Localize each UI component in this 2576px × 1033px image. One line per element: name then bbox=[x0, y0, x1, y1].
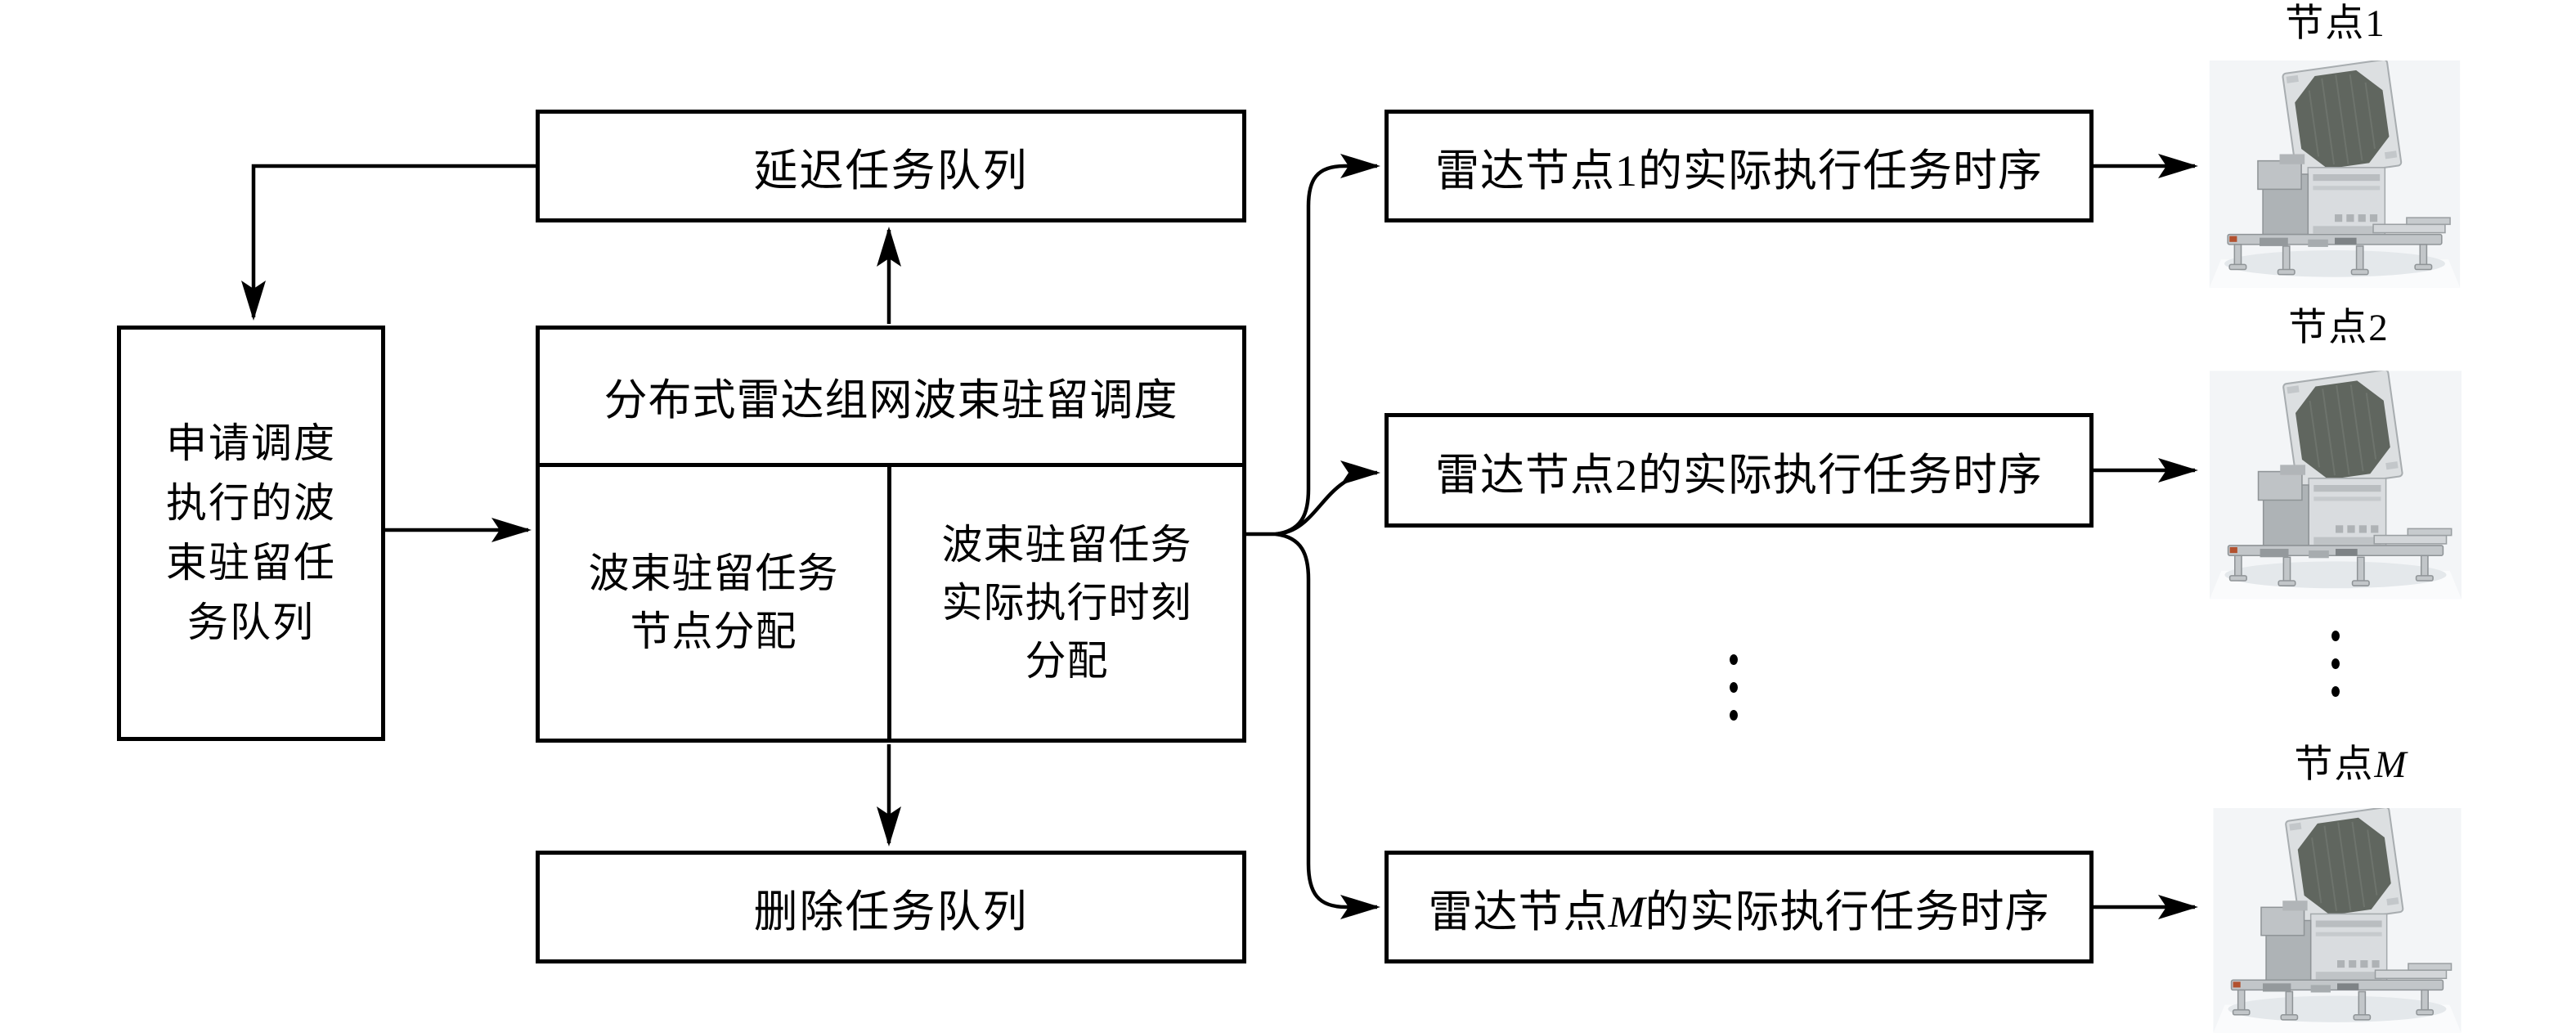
variable-M: M bbox=[1608, 887, 1645, 936]
connector-delay-feedback-to-pending bbox=[241, 164, 536, 321]
vertical-ellipsis-nodes bbox=[2331, 631, 2340, 697]
radar-node1-timeline-box: 雷达节点1的实际执行任务时序 bbox=[1384, 110, 2094, 222]
radar-icon bbox=[2210, 61, 2461, 288]
radar-node1-timeline-label: 雷达节点1的实际执行任务时序 bbox=[1435, 146, 2043, 195]
connector-branch-to-timeline1 bbox=[1275, 154, 1380, 537]
radar-icon bbox=[2213, 808, 2461, 1033]
variable-M: M bbox=[2374, 743, 2407, 786]
nodeM-label: 节点M bbox=[2294, 743, 2407, 786]
radar-image-node1 bbox=[2208, 61, 2462, 288]
connector-branch-to-timelineM bbox=[1275, 532, 1380, 919]
pending-task-queue-label: 申请调度 执行的波 束驻留任 务队列 bbox=[166, 420, 336, 645]
node-allocation-cell: 波束驻留任务 节点分配 bbox=[540, 467, 891, 739]
scheduler-cells: 波束驻留任务 节点分配 波束驻留任务 实际执行时刻 分配 bbox=[540, 467, 1242, 739]
radar-node2-timeline-label: 雷达节点2的实际执行任务时序 bbox=[1435, 450, 2043, 500]
radar-image-node2 bbox=[2210, 370, 2462, 600]
delete-task-queue-label: 删除任务队列 bbox=[753, 887, 1029, 936]
pending-task-queue-box: 申请调度 执行的波 束驻留任 务队列 bbox=[117, 326, 385, 741]
delayed-task-queue-box: 延迟任务队列 bbox=[536, 110, 1246, 222]
scheduler-box: 分布式雷达组网波束驻留调度 波束驻留任务 节点分配 波束驻留任务 实际执行时刻 … bbox=[536, 326, 1246, 743]
node2-label: 节点2 bbox=[2288, 307, 2390, 349]
delayed-task-queue-label: 延迟任务队列 bbox=[753, 146, 1029, 195]
radar-node2-timeline-box: 雷达节点2的实际执行任务时序 bbox=[1384, 413, 2094, 528]
node1-label: 节点1 bbox=[2285, 2, 2386, 45]
radar-nodeM-timeline-label: 雷达节点M的实际执行任务时序 bbox=[1428, 887, 2050, 936]
connector-branch-to-timeline2 bbox=[1275, 460, 1380, 537]
radar-image-nodeM bbox=[2213, 808, 2462, 1033]
radar-icon bbox=[2210, 370, 2462, 600]
radar-nodeM-timeline-box: 雷达节点M的实际执行任务时序 bbox=[1384, 851, 2094, 963]
vertical-ellipsis-timelines bbox=[1730, 654, 1738, 721]
delete-task-queue-box: 删除任务队列 bbox=[536, 851, 1246, 963]
scheduler-header: 分布式雷达组网波束驻留调度 bbox=[540, 330, 1242, 467]
execution-time-allocation-cell: 波束驻留任务 实际执行时刻 分配 bbox=[941, 521, 1192, 684]
